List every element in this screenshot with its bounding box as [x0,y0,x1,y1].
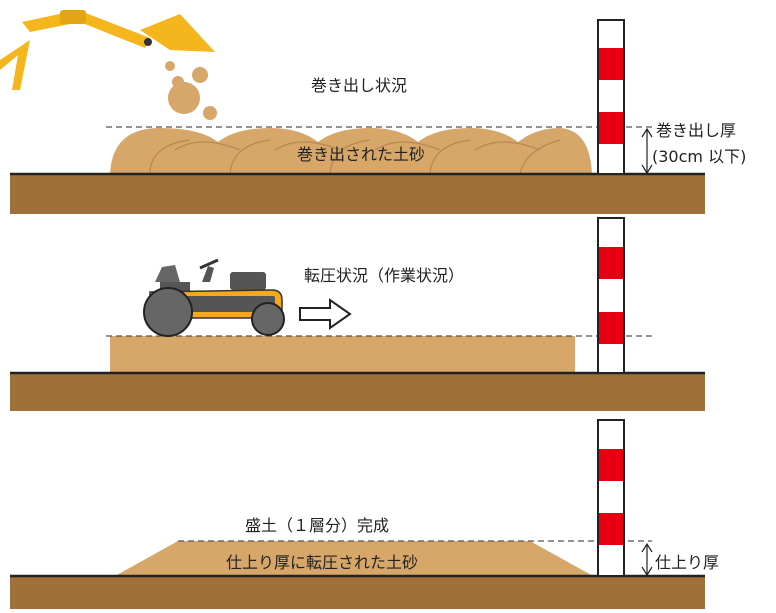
spread-thickness-dimension [641,127,653,175]
spread-soil-mounds [110,128,592,175]
excavator-icon [0,10,215,90]
survey-pole-icon [597,19,625,175]
panel-compaction [10,258,705,411]
panel1-dim-label-line1: 巻き出し厚 [656,121,737,140]
ground-strip-1 [10,174,705,214]
panel3-soil-label: 仕上り厚に転圧された土砂 [226,553,419,572]
finished-thickness-dimension [641,542,653,577]
panel3-title: 盛土（１層分）完成 [245,516,390,535]
panel1-soil-label: 巻き出された土砂 [297,145,426,164]
panel2-title: 転圧状況（作業状況） [304,266,465,285]
survey-pole-icon-2 [597,217,625,374]
finished-soil-trapezoid [115,541,593,576]
panel-spreading [0,10,705,214]
ground-strip-2 [10,373,705,411]
panel1-dim-label-line2: (30cm 以下) [652,147,747,166]
panel-completed [10,540,705,609]
compacted-soil-layer [110,336,575,373]
falling-soil [165,61,217,120]
road-roller-icon [143,258,285,337]
right-arrow-icon [299,298,352,330]
panel1-title: 巻き出し状況 [311,76,408,95]
panel3-dim-label-line1: 仕上り厚 [655,553,720,572]
ground-strip-3 [10,576,705,609]
survey-pole-icon-3 [597,419,625,577]
